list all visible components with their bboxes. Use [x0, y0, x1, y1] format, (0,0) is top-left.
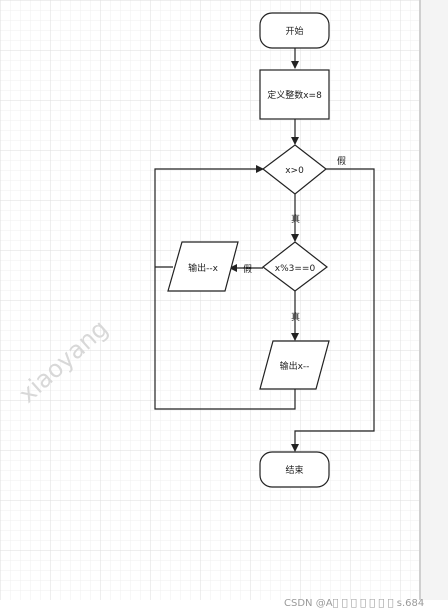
- output-predecrement-label: 输出--x: [188, 262, 218, 274]
- condition-x-positive: [262, 144, 327, 195]
- grid-background: [0, 0, 420, 600]
- output-postdecrement: [259, 340, 330, 390]
- cond1-false-label: 假: [337, 156, 346, 167]
- define-node: [259, 69, 330, 120]
- condition-mod3-label: x%3==0: [275, 264, 316, 274]
- define-label: 定义整数x=8: [267, 89, 322, 101]
- condition-mod3: [262, 241, 328, 292]
- end-label: 结束: [285, 464, 303, 476]
- edge-outdown-loop: [154, 165, 296, 410]
- page-edge-shadow: [420, 0, 448, 615]
- start-node: [259, 12, 330, 49]
- edge-cond1-end: [291, 168, 375, 452]
- condition-x-positive-label: x>0: [285, 166, 304, 176]
- start-label: 开始: [285, 25, 303, 37]
- footer-credit: CSDN @A              s.684: [284, 598, 424, 609]
- cond2-false-label: 假: [243, 264, 252, 275]
- output-predecrement: [167, 241, 239, 292]
- page-bottom-strip: [0, 600, 448, 615]
- cond1-true-label: 真: [291, 213, 300, 225]
- output-postdecrement-label: 输出x--: [280, 360, 310, 372]
- end-node: [259, 451, 330, 488]
- cond2-true-label: 真: [291, 311, 300, 323]
